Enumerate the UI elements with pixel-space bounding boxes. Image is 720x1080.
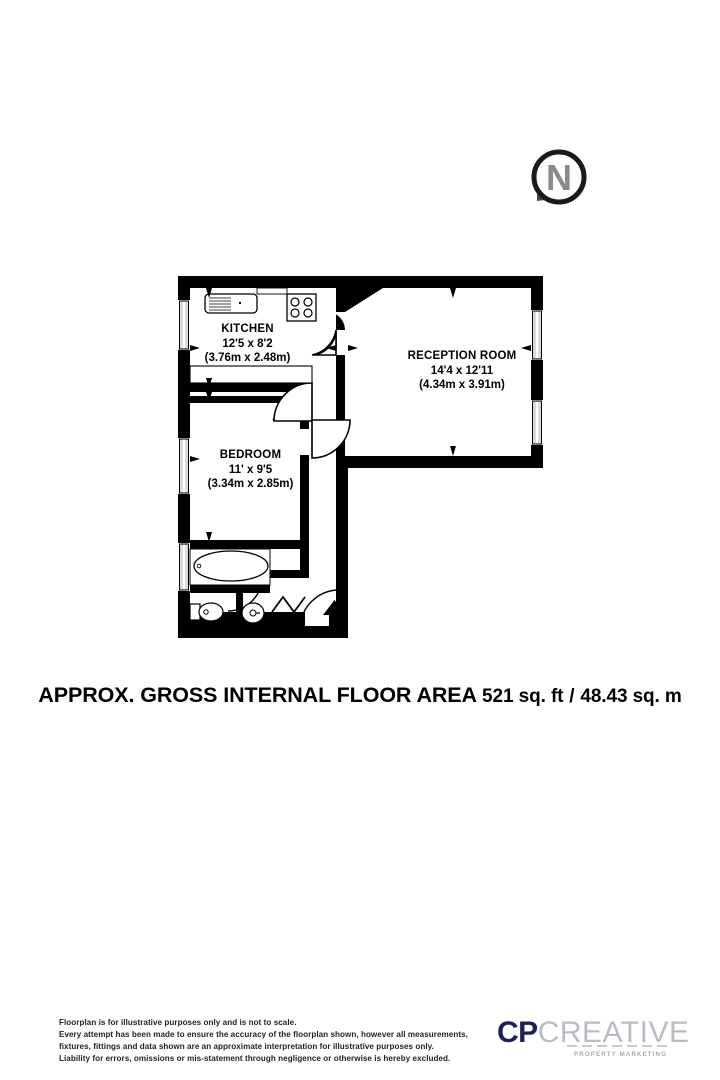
window-bedroom — [178, 438, 190, 494]
disclaimer-line-1: Floorplan is for illustrative purposes o… — [59, 1018, 297, 1027]
disclaimer-line-3: fixtures, fittings and data shown are an… — [59, 1042, 434, 1052]
window-kitchen — [178, 300, 190, 350]
disclaimer-line-2: Every attempt has been made to ensure th… — [59, 1030, 468, 1040]
windows — [178, 300, 543, 591]
bathroom-fixtures — [189, 548, 271, 624]
toilet-icon — [189, 602, 224, 622]
cp-creative-logo: CPCREATIVE PROPERTY MARKETING — [497, 1016, 689, 1066]
logo-primary-text: CP — [497, 1016, 538, 1049]
internal-walls — [190, 288, 383, 626]
footer: Floorplan is for illustrative purposes o… — [0, 1012, 720, 1072]
logo-dash-rule — [567, 1045, 667, 1047]
hob-icon — [286, 293, 317, 322]
floorplan-drawing — [178, 276, 543, 638]
north-indicator: N — [519, 143, 591, 215]
compass-icon: N — [531, 149, 587, 205]
bathtub-icon — [189, 548, 271, 586]
logo-secondary-text: CREATIVE — [537, 1016, 690, 1049]
logo-tagline: PROPERTY MARKETING — [574, 1051, 667, 1058]
floorplan-svg — [178, 276, 543, 638]
entrance-arrow — [323, 600, 346, 638]
walls — [178, 276, 543, 638]
area-value-sqm: 48.43 sq. m — [580, 686, 682, 707]
kitchen-sink-icon — [204, 293, 258, 314]
area-value-sqft: 521 sq. ft — [482, 686, 564, 707]
kitchen-worktop-icon — [189, 365, 313, 384]
gross-internal-area-line: APPROX. GROSS INTERNAL FLOOR AREA 521 sq… — [0, 683, 720, 708]
area-separator: / — [569, 686, 575, 707]
window-bathroom — [178, 543, 190, 591]
wash-basin-icon — [241, 602, 265, 624]
logo-wordmark: CPCREATIVE — [497, 1016, 689, 1049]
kitchen-fixtures — [189, 287, 317, 384]
compass-letter: N — [546, 157, 572, 198]
disclaimer-line-4: Liability for errors, omissions or mis-s… — [59, 1054, 451, 1064]
dimension-arrows — [190, 288, 531, 542]
disclaimer-text: Floorplan is for illustrative purposes o… — [59, 1017, 489, 1066]
window-reception-upper — [531, 310, 543, 360]
area-prefix: APPROX. GROSS INTERNAL FLOOR AREA — [38, 683, 477, 707]
window-reception-lower — [531, 400, 543, 445]
